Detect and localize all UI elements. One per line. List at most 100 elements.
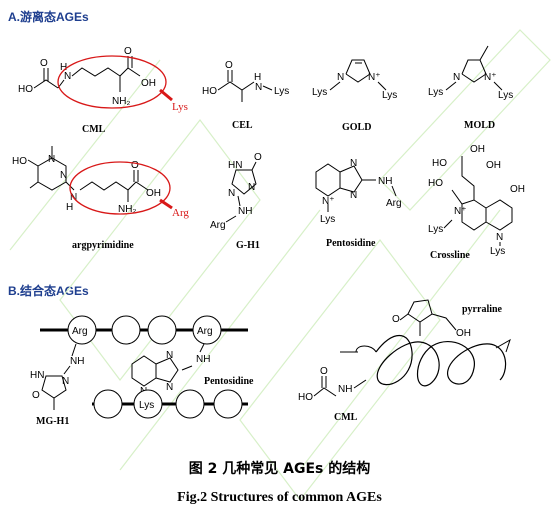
atom-label: N⁺ (484, 72, 497, 83)
atom-label: HO (18, 84, 33, 95)
crossline-structure: OH HO OH HO OH N⁺ Lys N Lys Crossline (428, 144, 525, 261)
figure-caption-en: Fig.2 Structures of common AGEs (177, 490, 382, 505)
atom-label: N (60, 170, 67, 181)
arg-wedge (159, 198, 173, 210)
bound-name-cml: CML (334, 412, 358, 423)
atom-label: NH (378, 176, 392, 187)
gold-structure: Lys N N⁺ Lys GOLD (312, 59, 397, 133)
mg-h1-structure: NH HN N O MG-H1 (30, 343, 84, 427)
bound-name-mg-h1: MG-H1 (36, 416, 69, 427)
compound-name-crossline: Crossline (430, 250, 470, 261)
atom-label: N⁺ (454, 206, 467, 217)
mold-structure: Lys N N⁺ Lys MOLD (428, 45, 513, 131)
atom-label: N (62, 376, 69, 387)
cel-structure: HO O H N Lys CEL (202, 60, 289, 131)
section-b-title: B.结合态AGEs (8, 284, 89, 298)
atom-label: H (60, 62, 67, 73)
pentosidine-structure: N N N⁺ Lys NH Arg Pentosidine (315, 158, 402, 249)
atom-label: N (228, 188, 235, 199)
atom-label: N (248, 182, 255, 193)
atom-label: HO (12, 156, 27, 167)
atom-label: Lys (312, 87, 327, 98)
atom-label: N (64, 71, 71, 82)
atom-label: NH₂ (118, 204, 136, 215)
atom-label: NH (338, 384, 352, 395)
figure-caption-cn: 图 2 几种常见 AGEs 的结构 (188, 461, 371, 477)
compound-name-cel: CEL (232, 120, 253, 131)
atom-label: HN (30, 370, 44, 381)
atom-label: Lys (382, 90, 397, 101)
compound-name-mold: MOLD (464, 120, 495, 131)
atom-label: O (124, 46, 132, 57)
atom-label: Arg (386, 198, 402, 209)
argpyrimidine-structure: HO N N N H O OH NH₂ Arg argpyrimidine (12, 146, 189, 251)
compound-name-cml: CML (82, 124, 106, 135)
bound-cml-structure: HO O NH CML (298, 366, 367, 423)
watermark (9, 29, 551, 501)
arg-residue (67, 315, 97, 345)
compound-name-g-h1: G-H1 (236, 240, 260, 251)
protein-chain-top: Arg Arg (40, 315, 248, 345)
protein-helix (340, 335, 511, 387)
atom-label: O (131, 160, 139, 171)
atom-label: O (225, 60, 233, 71)
pyrraline-structure: O OH pyrraline (392, 299, 503, 339)
atom-label: O (32, 390, 40, 401)
atom-label: Lys (274, 86, 289, 97)
arg-residue (192, 315, 222, 345)
atom-label: Lys (490, 246, 505, 257)
atom-label: OH (486, 160, 501, 171)
section-a-title: A.游离态AGEs (8, 10, 89, 24)
atom-label: N (166, 350, 173, 361)
bound-name-pentosidine: Pentosidine (204, 376, 254, 387)
highlight-ellipse (57, 55, 167, 109)
atom-label: N (496, 232, 503, 243)
atom-label: N (48, 154, 55, 165)
atom-label: OH (146, 188, 161, 199)
compound-name-argpyrimidine: argpyrimidine (72, 240, 134, 251)
atom-label: O (40, 58, 48, 69)
atom-label: H (66, 202, 73, 213)
lys-label-red: Lys (172, 101, 188, 113)
atom-label: OH (470, 144, 485, 155)
atom-label: Lys (428, 87, 443, 98)
atom-label: HO (432, 158, 447, 169)
lys-wedge (159, 88, 173, 102)
atom-label: Lys (139, 400, 154, 411)
atom-label: O (254, 152, 262, 163)
atom-label: HN (228, 160, 242, 171)
atom-label: N (453, 72, 460, 83)
atom-label: O (392, 314, 400, 325)
atom-label: NH (70, 356, 84, 367)
atom-label: NH (238, 206, 252, 217)
atom-label: NH₂ (112, 96, 130, 107)
lys-residue (133, 389, 163, 419)
atom-label: N (337, 72, 344, 83)
atom-label: O (320, 366, 328, 377)
atom-label: H (254, 72, 261, 83)
cml-structure: HO O N H O OH NH₂ Lys CML (18, 46, 188, 135)
atom-label: N (166, 382, 173, 393)
atom-label: Lys (428, 224, 443, 235)
compound-name-pentosidine: Pentosidine (326, 238, 376, 249)
atom-label: Lys (320, 214, 335, 225)
atom-label: HO (428, 178, 443, 189)
atom-label: N⁺ (322, 196, 335, 207)
arg-label-red: Arg (172, 207, 189, 219)
atom-label: Arg (197, 326, 213, 337)
compound-name-gold: GOLD (342, 122, 371, 133)
atom-label: N⁺ (368, 72, 381, 83)
atom-label: OH (141, 78, 156, 89)
atom-label: Arg (72, 326, 88, 337)
atom-label: N (255, 82, 262, 93)
atom-label: OH (456, 328, 471, 339)
g-h1-structure: O HN N N NH Arg G-H1 (210, 152, 262, 251)
atom-label: Lys (498, 90, 513, 101)
atom-label: Arg (210, 220, 226, 231)
atom-label: N (350, 190, 357, 201)
bound-name-pyrraline: pyrraline (462, 304, 503, 315)
atom-label: N (350, 158, 357, 169)
atom-label: OH (510, 184, 525, 195)
atom-label: HO (298, 392, 313, 403)
